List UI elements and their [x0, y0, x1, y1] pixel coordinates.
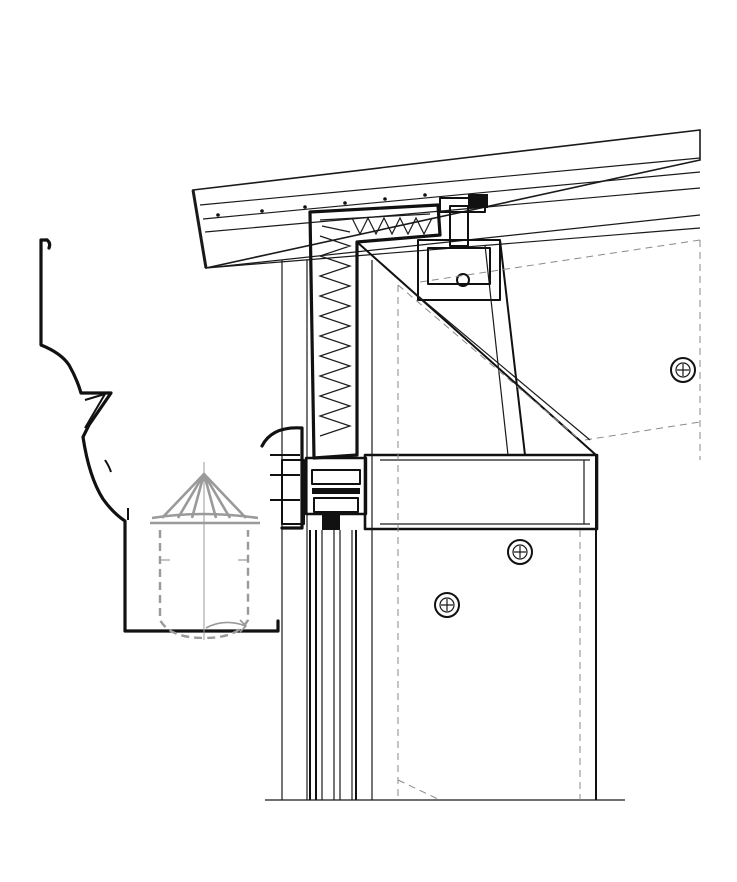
screw-fixing-middle: [507, 539, 533, 565]
hidden-lines: [397, 239, 701, 801]
diagonal-strut: [356, 239, 597, 456]
fascia-beam: [363, 453, 599, 531]
gutter-outlet: [150, 462, 260, 640]
glazing-mullion: [281, 260, 373, 800]
screw-fixing-lower: [434, 592, 460, 618]
lower-cladding-panel: [265, 455, 625, 801]
top-bracket: [417, 194, 501, 301]
screw-fixing-upper: [670, 357, 696, 383]
eaves-gutter: [39, 238, 305, 633]
insulation-panel: [308, 203, 442, 460]
rivet-row: [216, 193, 427, 217]
